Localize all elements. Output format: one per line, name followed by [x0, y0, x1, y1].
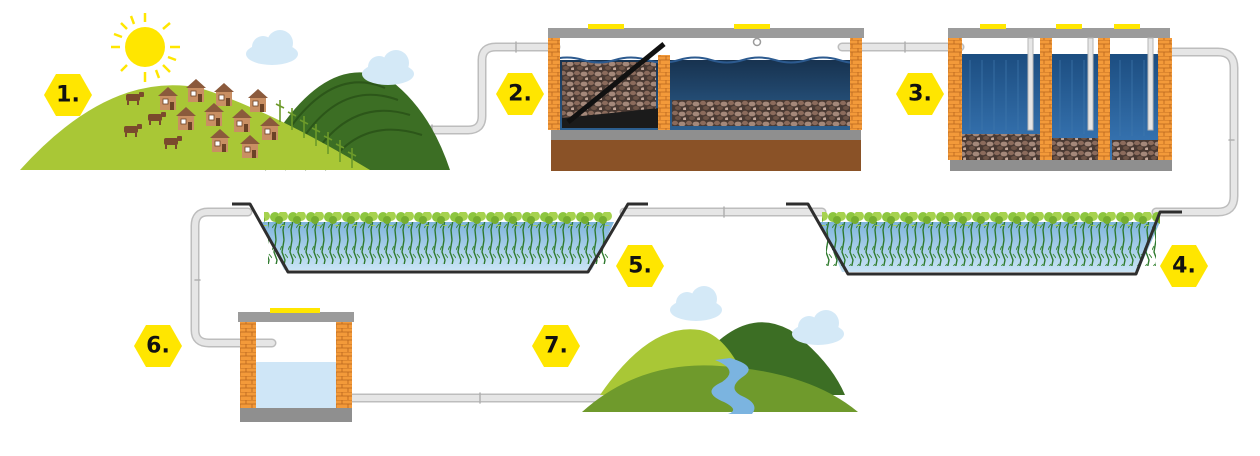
step-badge-6: 6. — [134, 325, 182, 367]
step-label: 4. — [1172, 254, 1196, 279]
step-badge-4: 4. — [1160, 245, 1208, 287]
cloud-icon — [792, 310, 844, 345]
sun-icon — [111, 13, 180, 82]
step-badge-7: 7. — [532, 325, 580, 367]
step-label: 7. — [544, 334, 568, 359]
step-label: 5. — [628, 254, 652, 279]
river-icon — [711, 358, 755, 414]
wetland-4 — [786, 202, 1182, 276]
step-badges: 1. 2. 3. 4. 5. 6. 7. — [44, 73, 1208, 367]
filter-tank — [948, 24, 1172, 171]
step-label: 3. — [908, 82, 932, 107]
step-badge-1: 1. — [44, 74, 92, 116]
cloud-icon — [246, 30, 298, 65]
step-label: 1. — [56, 83, 80, 108]
wetland-5 — [232, 202, 648, 274]
step-badge-5: 5. — [616, 245, 664, 287]
river-landscape — [582, 286, 858, 414]
settlement-scene — [20, 13, 450, 171]
cloud-icon — [670, 286, 722, 321]
collection-tank — [238, 308, 354, 422]
step-badge-2: 2. — [496, 73, 544, 115]
step-badge-3: 3. — [896, 73, 944, 115]
step-label: 2. — [508, 82, 532, 107]
cloud-icon — [362, 50, 414, 85]
step-label: 6. — [146, 334, 170, 359]
crop-plants — [275, 100, 357, 168]
settling-tank — [548, 24, 864, 171]
